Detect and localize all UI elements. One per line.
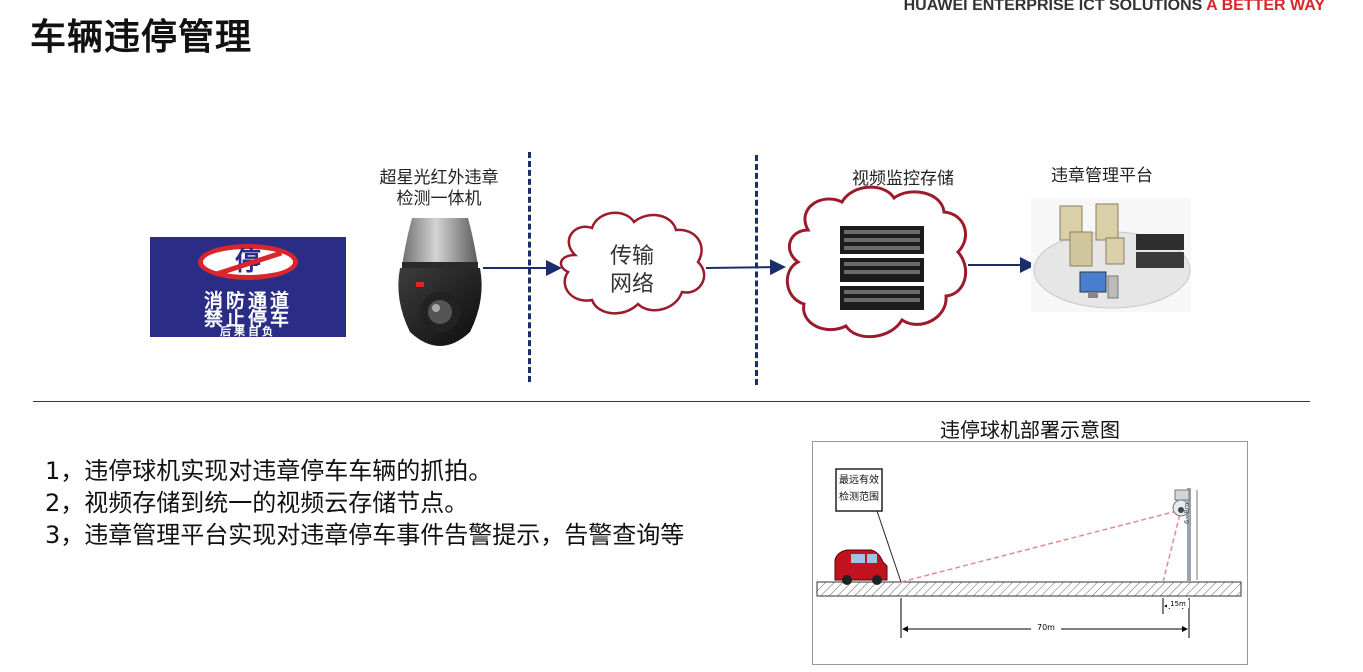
- camera-label-line-2: 检测一体机: [396, 189, 482, 209]
- deployment-graphic: [816, 468, 1242, 638]
- section-divider: [33, 401, 1310, 402]
- list-item: 2，视频存储到统一的视频云存储节点。: [45, 489, 469, 517]
- no-parking-sign: 停 消防通道 禁止停车 后果自负: [150, 237, 346, 337]
- camera-label-line-1: 超星光红外违章: [379, 168, 499, 188]
- brand-main: HUAWEI ENTERPRISE ICT SOLUTIONS: [903, 0, 1203, 14]
- camera-label: 超星光红外违章 检测一体机: [368, 168, 510, 210]
- distance-label: 70m: [1031, 623, 1061, 632]
- flow-graphics: [398, 185, 1191, 346]
- sign-line-3: 后果自负: [220, 325, 276, 337]
- network-label-line-1: 传输: [609, 244, 654, 269]
- feature-list: 1，违停球机实现对违章停车车辆的抓拍。 2，视频存储到统一的视频云存储节点。 3…: [45, 455, 765, 551]
- network-label-line-2: 网络: [609, 272, 654, 297]
- network-label: 传输 网络: [592, 243, 672, 299]
- list-item: 1，违停球机实现对违章停车车辆的抓拍。: [45, 457, 493, 485]
- platform-servers-icon: [1031, 198, 1191, 312]
- sign-line-2: 禁止停车: [203, 308, 292, 330]
- page-title: 车辆违停管理: [30, 17, 253, 58]
- storage-rack-icon: [840, 226, 924, 310]
- range-callout-line-2: 检测范围: [839, 492, 879, 503]
- dashed-divider-right: [755, 155, 758, 385]
- range-callout-line-1: 最远有效: [839, 475, 879, 486]
- red-van-icon: [834, 549, 888, 585]
- brand-tagline: HUAWEI ENTERPRISE ICT SOLUTIONS A BETTER…: [904, 0, 1325, 15]
- deployment-title: 违停球机部署示意图: [940, 418, 1120, 442]
- platform-label: 违章管理平台: [1051, 166, 1153, 186]
- network-cloud-icon: [559, 211, 706, 315]
- storage-label: 视频监控存储: [852, 169, 954, 189]
- list-item: 3，违章管理平台实现对违章停车事件告警提示，告警查询等: [45, 521, 685, 549]
- deployment-diagram: 最远有效 检测范围 6~8m 15m 70m: [812, 441, 1248, 665]
- offset-label: 15m: [1167, 600, 1189, 608]
- pole-camera-icon: [1172, 489, 1190, 517]
- dome-camera-icon: [398, 218, 482, 346]
- arrow-network-to-storage: [705, 259, 786, 276]
- sign-line-1: 消防通道: [203, 290, 292, 312]
- pole-height-label: 6~8m: [1183, 502, 1191, 524]
- range-callout: 最远有效 检测范围: [836, 472, 882, 506]
- brand-accent: A BETTER WAY: [1206, 0, 1325, 14]
- no-parking-icon: 停: [198, 244, 298, 280]
